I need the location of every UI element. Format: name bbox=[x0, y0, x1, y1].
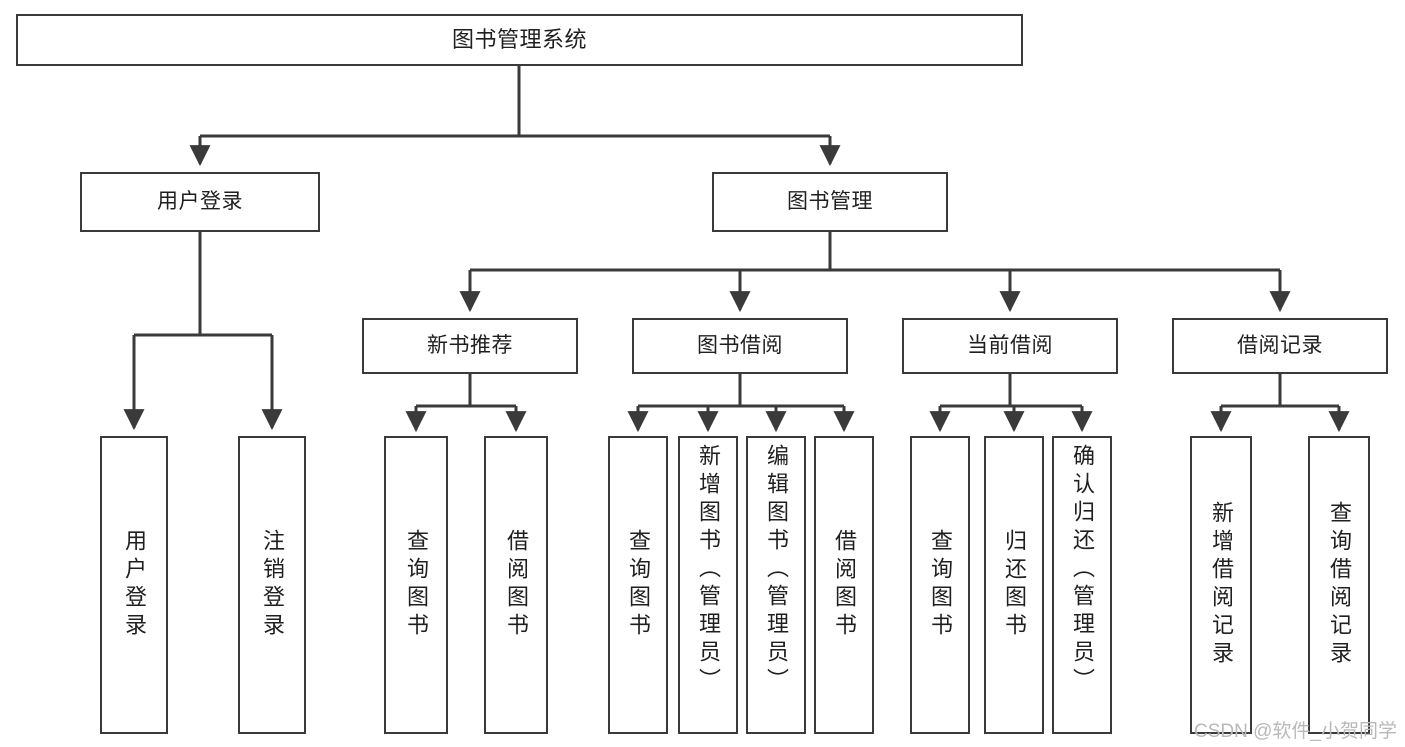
node-leaf-user-logout[interactable]: 注销登录 bbox=[238, 436, 306, 734]
node-leaf-query-book-1-label: 查询图书 bbox=[404, 529, 429, 641]
node-leaf-add-borrow-rec-label: 新增借阅记录 bbox=[1209, 501, 1234, 669]
node-leaf-query-book-2-label: 查询图书 bbox=[626, 529, 651, 641]
node-leaf-query-book-3-label: 查询图书 bbox=[928, 529, 953, 641]
node-leaf-borrow-book-1[interactable]: 借阅图书 bbox=[484, 436, 548, 734]
node-user-login[interactable]: 用户登录 bbox=[80, 172, 320, 232]
node-leaf-edit-book-admin-label: 编辑图书（管理员） bbox=[764, 444, 789, 696]
node-leaf-user-login[interactable]: 用户登录 bbox=[100, 436, 168, 734]
node-leaf-return-book-label: 归还图书 bbox=[1002, 529, 1027, 641]
node-leaf-borrow-book-2-label: 借阅图书 bbox=[832, 529, 857, 641]
node-book-manage[interactable]: 图书管理 bbox=[712, 172, 948, 232]
node-current-borrow[interactable]: 当前借阅 bbox=[902, 318, 1118, 374]
node-new-book-rec[interactable]: 新书推荐 bbox=[362, 318, 578, 374]
node-new-book-rec-label: 新书推荐 bbox=[427, 334, 513, 358]
node-leaf-confirm-return[interactable]: 确认归还（管理员） bbox=[1052, 436, 1112, 734]
node-leaf-query-borrow-rec[interactable]: 查询借阅记录 bbox=[1308, 436, 1370, 734]
node-leaf-edit-book-admin[interactable]: 编辑图书（管理员） bbox=[746, 436, 806, 734]
node-user-login-label: 用户登录 bbox=[157, 190, 243, 214]
node-leaf-query-book-2[interactable]: 查询图书 bbox=[608, 436, 668, 734]
node-leaf-query-book-3[interactable]: 查询图书 bbox=[910, 436, 970, 734]
node-leaf-query-book-1[interactable]: 查询图书 bbox=[384, 436, 448, 734]
node-leaf-query-borrow-rec-label: 查询借阅记录 bbox=[1327, 501, 1352, 669]
node-book-manage-label: 图书管理 bbox=[787, 190, 873, 214]
node-leaf-add-borrow-rec[interactable]: 新增借阅记录 bbox=[1190, 436, 1252, 734]
node-borrow-record[interactable]: 借阅记录 bbox=[1172, 318, 1388, 374]
node-leaf-confirm-return-label: 确认归还（管理员） bbox=[1070, 444, 1095, 696]
node-leaf-user-login-label: 用户登录 bbox=[122, 529, 147, 641]
node-book-borrow-label: 图书借阅 bbox=[697, 334, 783, 358]
node-current-borrow-label: 当前借阅 bbox=[967, 334, 1053, 358]
node-leaf-user-logout-label: 注销登录 bbox=[260, 529, 285, 641]
node-leaf-borrow-book-2[interactable]: 借阅图书 bbox=[814, 436, 874, 734]
node-root[interactable]: 图书管理系统 bbox=[16, 14, 1023, 66]
node-leaf-add-book-admin[interactable]: 新增图书（管理员） bbox=[678, 436, 738, 734]
node-leaf-add-book-admin-label: 新增图书（管理员） bbox=[696, 444, 721, 696]
node-leaf-return-book[interactable]: 归还图书 bbox=[984, 436, 1044, 734]
node-leaf-borrow-book-1-label: 借阅图书 bbox=[504, 529, 529, 641]
node-book-borrow[interactable]: 图书借阅 bbox=[632, 318, 848, 374]
node-root-label: 图书管理系统 bbox=[451, 26, 587, 52]
csdn-watermark: CSDN @软件_小贺同学 bbox=[1194, 721, 1397, 742]
node-borrow-record-label: 借阅记录 bbox=[1237, 334, 1323, 358]
